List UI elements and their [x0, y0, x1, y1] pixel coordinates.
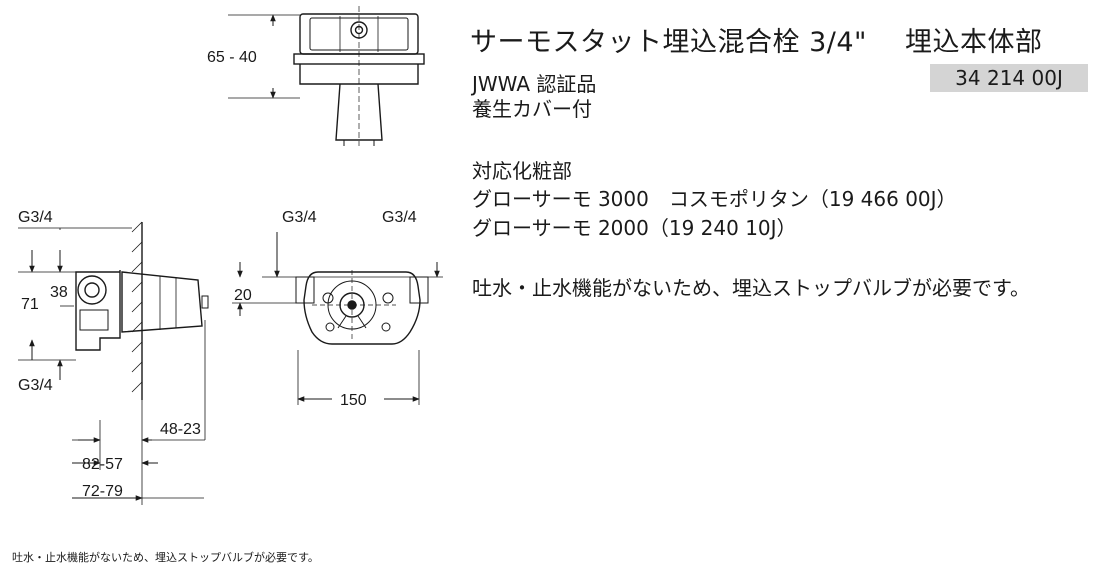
compat-item: グローサーモ 3000 コスモポリタン（19 466 00J） — [472, 187, 957, 211]
product-title-part: 埋込本体部 — [904, 27, 1043, 58]
dim-front-thread-right: G3/4 — [382, 209, 417, 226]
compat-item: グローサーモ 2000（19 240 10J） — [472, 216, 797, 240]
dim-side-82-57: 82-57 — [82, 456, 123, 473]
dim-front-width-150: 150 — [340, 392, 367, 409]
dim-top-depth: 65 - 40 — [207, 49, 257, 66]
requirement-note: 吐水・止水機能がないため、埋込ストップバルブが必要です。 — [472, 276, 1030, 300]
dim-side-48-23: 48-23 — [160, 421, 201, 438]
certification-text: JWWA 認証品 — [472, 72, 597, 96]
dim-front-height-20: 20 — [234, 287, 252, 304]
dim-front-thread-left: G3/4 — [282, 209, 317, 226]
product-code-badge: 34 214 00J — [930, 64, 1088, 92]
dim-side-height-71: 71 — [21, 296, 39, 313]
dim-side-72-79: 72-79 — [82, 483, 123, 500]
front-view-drawing — [232, 232, 443, 405]
top-view-drawing — [228, 6, 425, 146]
side-view-drawing — [18, 221, 209, 505]
compat-heading: 対応化粧部 — [472, 159, 572, 183]
footer-note: 吐水・止水機能がないため、埋込ストップバルブが必要です。 — [12, 551, 319, 564]
dim-side-height-38: 38 — [50, 284, 68, 301]
dim-side-thread-top: G3/4 — [18, 209, 53, 226]
dim-side-thread-bottom: G3/4 — [18, 377, 53, 394]
cover-text: 養生カバー付 — [472, 97, 592, 121]
product-title: サーモスタット埋込混合栓 3/4" 埋込本体部 — [470, 20, 1042, 59]
product-title-name: サーモスタット埋込混合栓 3/4" — [470, 27, 867, 58]
